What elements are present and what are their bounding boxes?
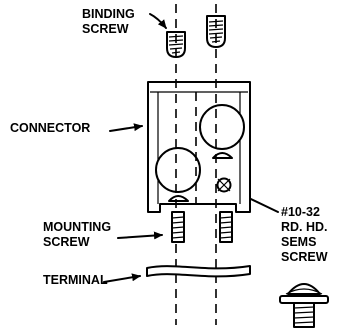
lower-screw-head [168, 195, 189, 202]
arrow-terminal [103, 273, 141, 283]
lower-screw-hole [155, 147, 201, 193]
connector-body [147, 81, 251, 213]
upper-screw-hole [199, 104, 245, 150]
sems-screw-detail [279, 283, 329, 328]
arrow-mounting-screw [117, 231, 163, 240]
svg-text:SEMS: SEMS [281, 235, 316, 249]
arrow-connector [109, 123, 143, 132]
binding-screw-left [166, 31, 186, 58]
terminal-strip [146, 265, 251, 278]
label-sems-screw: #10-32 RD. HD. SEMS SCREW [281, 205, 328, 264]
svg-text:SCREW: SCREW [281, 250, 328, 264]
centerlines [175, 4, 217, 325]
svg-text:SCREW: SCREW [82, 22, 129, 36]
mounting-screw-right [219, 211, 233, 243]
label-binding-screw: BINDING SCREW [82, 7, 135, 36]
svg-text:RD. HD.: RD. HD. [281, 220, 328, 234]
svg-text:MOUNTING: MOUNTING [43, 220, 111, 234]
label-mounting-screw: MOUNTING SCREW [43, 220, 111, 249]
svg-text:#10-32: #10-32 [281, 205, 320, 219]
binding-screw-right [206, 15, 226, 48]
upper-screw-head [212, 152, 233, 159]
arrow-binding-screw [149, 13, 167, 29]
label-terminal: TERMINAL [43, 273, 108, 287]
svg-text:BINDING: BINDING [82, 7, 135, 21]
label-connector: CONNECTOR [10, 121, 90, 135]
mounting-screw-left [171, 211, 185, 243]
svg-text:SCREW: SCREW [43, 235, 90, 249]
